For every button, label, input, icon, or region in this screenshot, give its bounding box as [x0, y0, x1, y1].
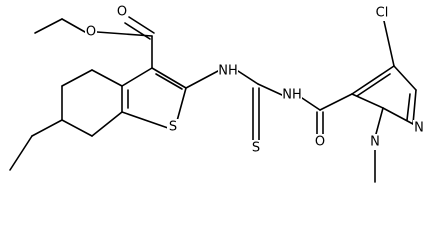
bond-c3-c2-a — [151, 67, 187, 89]
bond-s-c7a — [121, 111, 169, 129]
bond-c4-c5 — [61, 69, 93, 87]
atom-n-pyrazole: N — [413, 120, 425, 136]
atom-label-o-carbonyl-ester: O — [117, 5, 127, 20]
bond-cs-nh — [257, 83, 283, 96]
atom-label-s-thiocarbonyl: S — [252, 141, 260, 156]
bond-c3-c3a — [121, 67, 153, 87]
atom-o-ester: O — [85, 24, 97, 40]
bond-c3a-c4 — [91, 69, 123, 87]
atom-label-nh-right: NH — [282, 88, 302, 103]
bond-nh-cs — [237, 70, 259, 85]
bond-ester-o — [96, 31, 153, 37]
atom-o-amide: O — [314, 134, 326, 150]
atoms: O O S NH NH S O Cl — [85, 4, 425, 156]
bond-c4-c5-b — [356, 73, 391, 97]
atom-nh-left: NH — [218, 63, 238, 79]
bond-c6-c7 — [61, 119, 93, 137]
atom-nh-right: NH — [282, 87, 302, 103]
atom-label-n-methyl: N — [370, 135, 380, 150]
bonds — [9, 16, 417, 183]
atom-label-n-pyrazole: N — [414, 121, 424, 136]
bond-n1-n2 — [382, 107, 414, 125]
atom-label-o-amide: O — [315, 135, 325, 150]
bond-c3-c2-b — [155, 73, 183, 90]
atom-s-thiocarbonyl: S — [250, 140, 262, 156]
bond-c2-nh — [185, 70, 219, 89]
atom-label-s-thiophene: S — [169, 120, 177, 135]
bond-c4-c5-a — [351, 65, 395, 95]
atom-s-thiophene: S — [167, 119, 179, 135]
bond-nh-co — [301, 97, 321, 111]
bond-co-pyrazole — [319, 93, 353, 111]
bond-n2-c3-b — [406, 93, 411, 121]
atom-cl: Cl — [372, 5, 392, 21]
atom-label-nh-left: NH — [218, 64, 238, 79]
bond-n2-c3-a — [412, 89, 417, 125]
bond-carbonyl-a — [128, 16, 155, 34]
bond-carbonyl-b — [124, 22, 151, 40]
bond-c6-ch2 — [31, 119, 63, 137]
bond-c3-c4 — [393, 65, 417, 91]
atom-n-methyl: N — [369, 134, 381, 150]
bond-c2-s — [176, 87, 187, 122]
atom-label-o-ester: O — [86, 25, 96, 40]
molecule-structure: O O S NH NH S O Cl — [9, 4, 425, 183]
bond-o-ch2 — [61, 18, 86, 33]
bond-c4-cl — [383, 20, 395, 67]
bond-n1-methyl-n-region — [375, 107, 384, 135]
bond-ch2-ch3 — [34, 18, 63, 34]
bond-c7-c7a — [91, 111, 123, 137]
atom-label-cl: Cl — [376, 6, 389, 21]
bond-ch2-ch3-ring — [9, 135, 33, 171]
atom-o-carbonyl-ester: O — [116, 4, 128, 20]
